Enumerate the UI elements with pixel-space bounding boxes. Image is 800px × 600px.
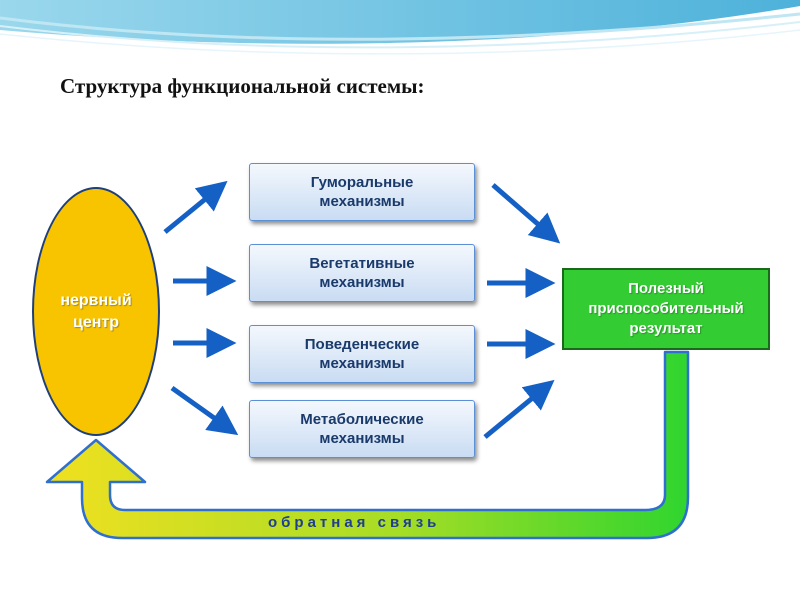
humoral-mechanisms-box: Гуморальные механизмы	[249, 163, 475, 221]
useful-result-node: Полезный приспособительный результат	[562, 268, 770, 350]
arrow-humoral-to-result	[491, 183, 561, 244]
useful-result-label: Полезный приспособительный результат	[588, 279, 744, 338]
arrow-center-to-metabolic	[170, 385, 239, 436]
humoral-mechanisms-label: Гуморальные механизмы	[310, 173, 414, 211]
behavioral-mechanisms-box: Поведенческие механизмы	[249, 325, 475, 383]
behavioral-mechanisms-label: Поведенческие механизмы	[304, 335, 420, 373]
metabolic-mechanisms-box: Метаболические механизмы	[249, 400, 475, 458]
arrow-metabolic-to-result	[483, 379, 555, 439]
metabolic-mechanisms-label: Метаболические механизмы	[300, 410, 424, 448]
feedback-label: обратная связь	[268, 514, 441, 531]
vegetative-mechanisms-box: Вегетативные механизмы	[249, 244, 475, 302]
page-title: Структура функциональной системы:	[60, 74, 425, 98]
nerve-center-label: нервный центр	[60, 291, 132, 331]
header-wave-decoration	[0, 0, 800, 55]
arrow-center-to-humoral	[163, 180, 228, 234]
nerve-center-node: нервный центр	[32, 187, 160, 436]
vegetative-mechanisms-label: Вегетативные механизмы	[309, 254, 415, 292]
